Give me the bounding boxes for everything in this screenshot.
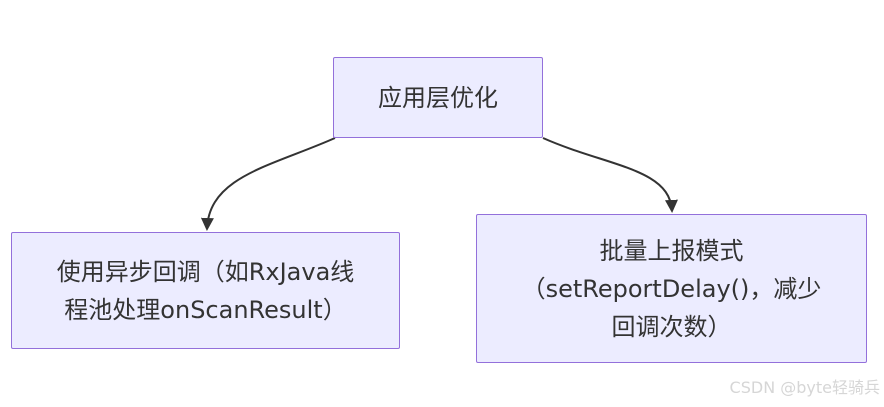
node-async-callback: 使用异步回调（如RxJava线 程池处理onScanResult）: [11, 232, 400, 349]
edge-root-to-right: [542, 137, 678, 213]
node-batch-report-mode: 批量上报模式 （setReportDelay()，减少 回调次数）: [476, 214, 867, 363]
edge-root-to-left: [200, 137, 336, 231]
node-async-callback-line-1: 使用异步回调（如RxJava线: [56, 257, 355, 286]
node-app-layer-optimization: 应用层优化: [333, 57, 543, 138]
node-app-layer-optimization-label: 应用层优化: [378, 83, 498, 112]
node-batch-report-mode-line-2: （setReportDelay()，减少: [521, 274, 822, 303]
watermark: CSDN @byte轻骑兵: [729, 378, 880, 397]
node-batch-report-mode-line-3: 回调次数）: [611, 312, 732, 341]
node-batch-report-mode-line-1: 批量上报模式: [599, 236, 744, 265]
node-async-callback-line-2: 程池处理onScanResult）: [64, 295, 347, 324]
